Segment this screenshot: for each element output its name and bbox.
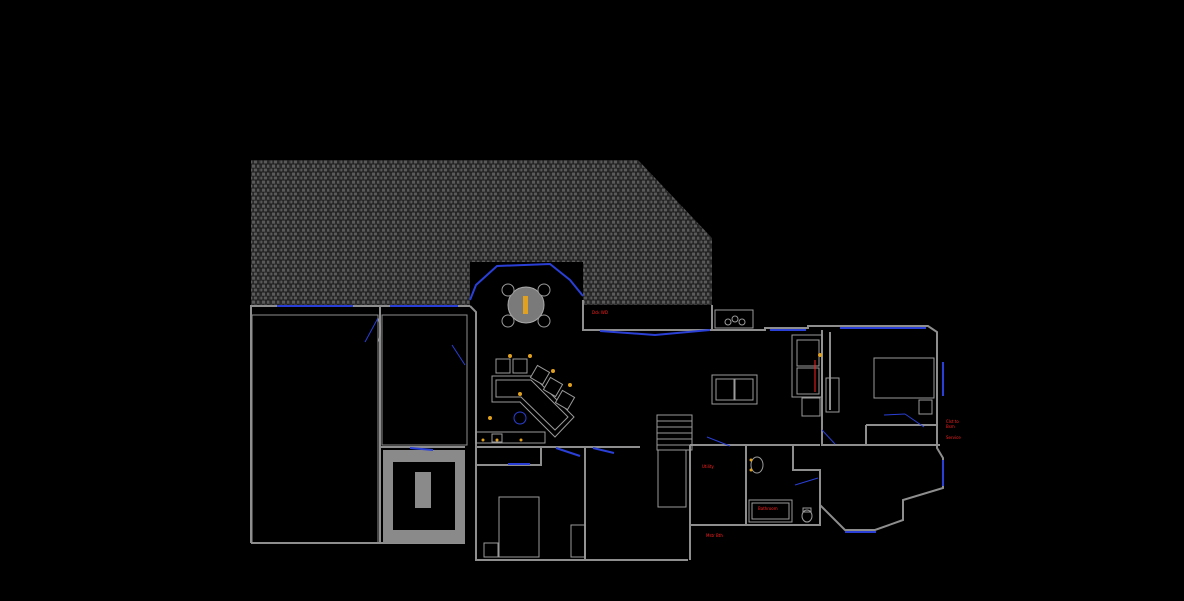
label-bathroom: Bathroom bbox=[758, 506, 778, 511]
sectional-sofa bbox=[791, 334, 840, 417]
exterior-walls bbox=[250, 300, 944, 561]
windows bbox=[277, 305, 944, 533]
bedroom-bed bbox=[483, 496, 586, 558]
label-closet-2: Bsm bbox=[946, 424, 955, 429]
bath-fixtures bbox=[748, 456, 813, 523]
label-master-bath: Mstr Bth bbox=[706, 533, 723, 538]
label-service: Service bbox=[946, 435, 961, 440]
staircase bbox=[656, 414, 693, 508]
sofa bbox=[711, 374, 758, 405]
label-closet: Clst to bbox=[946, 419, 959, 424]
garage-right bbox=[381, 314, 468, 446]
kitchen-island bbox=[475, 354, 576, 444]
planter bbox=[714, 309, 754, 329]
master-bed bbox=[873, 357, 935, 415]
stone-patio bbox=[251, 160, 712, 305]
doors bbox=[364, 317, 925, 486]
dining-table bbox=[501, 283, 551, 328]
storage-core bbox=[415, 472, 431, 508]
label-utility: Utility bbox=[702, 464, 714, 469]
label-deck: Dck WD bbox=[592, 310, 608, 315]
garage-left bbox=[251, 314, 379, 544]
patio-bay-edge bbox=[469, 262, 584, 301]
